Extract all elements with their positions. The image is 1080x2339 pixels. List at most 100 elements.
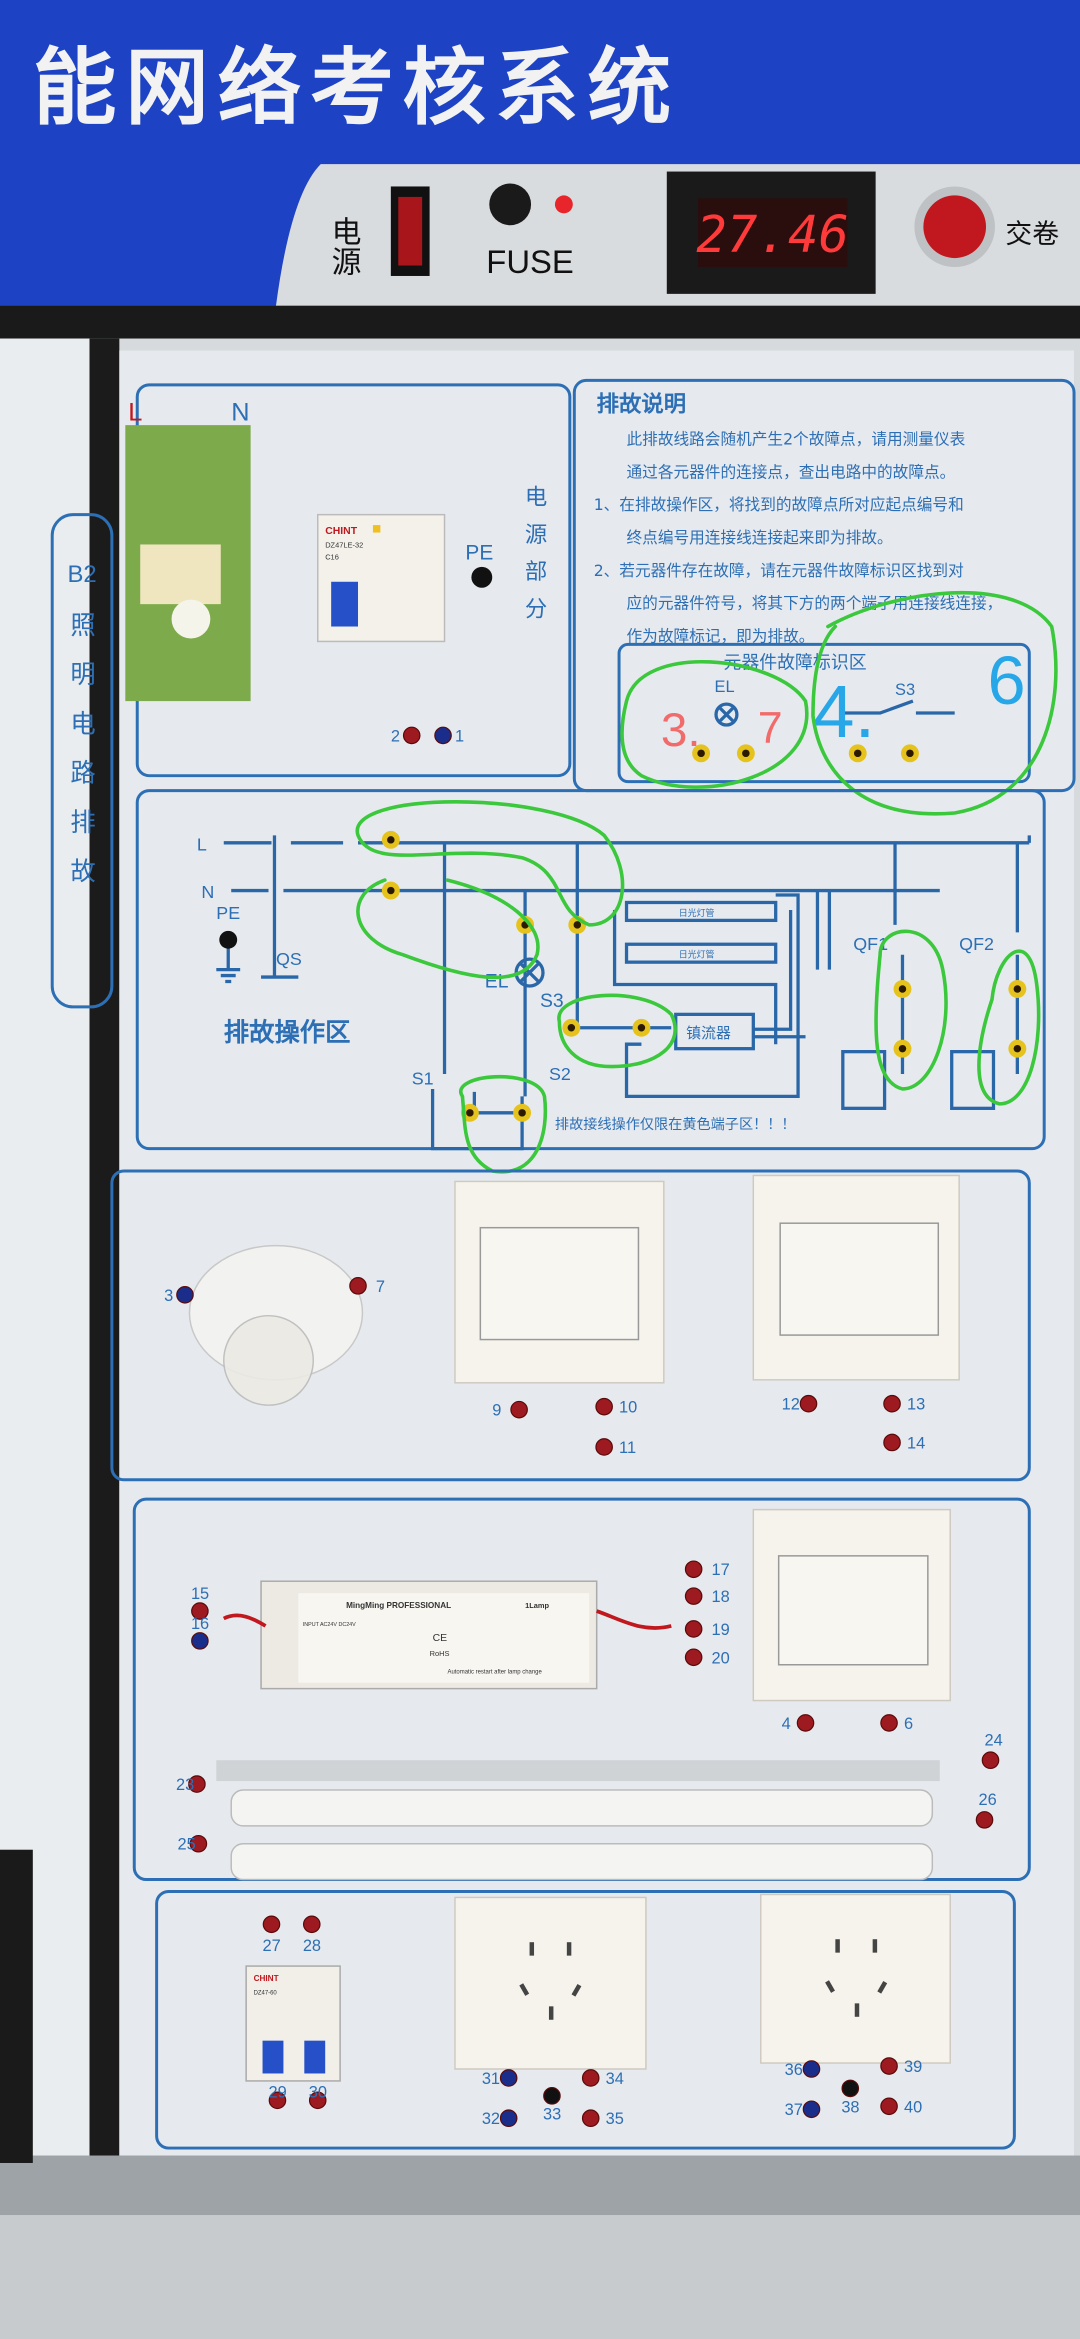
terminal-jack-4[interactable] <box>796 1714 815 1732</box>
yellow-terminal-hole <box>898 985 907 993</box>
terminal-label-29: 29 <box>269 2083 287 2101</box>
rcd-toggle[interactable] <box>331 581 359 627</box>
board-code: B2 <box>67 561 96 588</box>
terminal-jack-19[interactable] <box>684 1620 703 1638</box>
wall-switch-s3-rocker <box>777 1555 929 1666</box>
annotation-6: 6 <box>988 642 1026 719</box>
operation-area <box>135 789 1046 1151</box>
terminal-jack-32[interactable] <box>499 2109 518 2128</box>
terminal-jack-7[interactable] <box>349 1277 367 1295</box>
terminal-label-17: 17 <box>712 1561 730 1579</box>
terminal-label-35: 35 <box>606 2110 624 2128</box>
op-S3-label: S3 <box>540 990 564 1012</box>
terminal-jack-1[interactable] <box>434 726 452 745</box>
op-PE-label: PE <box>216 903 240 923</box>
yellow-terminal-hole <box>387 836 395 844</box>
terminal-jack-13[interactable] <box>883 1394 901 1413</box>
terminal-label-27: 27 <box>263 1937 281 1955</box>
terminal-label-33: 33 <box>543 2106 561 2124</box>
yellow-terminal-hole <box>906 749 914 758</box>
terminal-label-9: 9 <box>492 1402 501 1420</box>
left-dark-object <box>0 1849 33 2163</box>
annotation-4: 4. <box>813 669 875 753</box>
terminal-label-40: 40 <box>904 2098 922 2116</box>
floor <box>0 2215 1080 2339</box>
terminal-jack-27[interactable] <box>262 1915 281 1934</box>
power-switch-rocker <box>398 196 423 266</box>
ballast-note: Automatic restart after lamp change <box>448 1670 543 1676</box>
terminal-jack-28[interactable] <box>302 1915 321 1934</box>
terminal-jack-23[interactable] <box>188 1775 206 1793</box>
op-N-label: N <box>201 882 214 902</box>
terminal-jack-2[interactable] <box>402 726 421 745</box>
terminal-jack-26[interactable] <box>975 1811 994 1829</box>
instruction-line: 1、在排故操作区，将找到的故障点所对应起点编号和 <box>594 495 964 514</box>
terminal-jack-37[interactable] <box>802 2100 821 2119</box>
timer-screen <box>698 198 848 268</box>
terminal-label-10: 10 <box>619 1399 637 1417</box>
pe-terminal[interactable] <box>471 566 493 588</box>
terminal-jack-39[interactable] <box>880 2057 898 2075</box>
instruction-line: 2、若元器件存在故障，请在元器件故障标识区找到对 <box>594 561 964 580</box>
terminal-jack-38[interactable] <box>841 2079 860 2098</box>
ballast-lamp: 1Lamp <box>525 1601 549 1610</box>
terminal-jack-18[interactable] <box>684 1587 703 1605</box>
pe-label: PE <box>465 541 493 564</box>
terminal-jack-30[interactable] <box>308 2091 327 2110</box>
breaker-qf2-toggle[interactable] <box>304 2040 326 2074</box>
system-title: 能网络考核系统 <box>33 38 680 136</box>
power-L-label: L <box>128 399 142 427</box>
terminal-label-30: 30 <box>309 2083 327 2101</box>
tube1-label: 日光灯管 <box>679 907 715 919</box>
terminal-label-3: 3 <box>164 1287 173 1305</box>
annotation-7: 7 <box>758 703 783 753</box>
terminal-jack-36[interactable] <box>802 2060 821 2078</box>
side-label-box <box>50 513 114 1009</box>
terminal-jack-3[interactable] <box>176 1286 194 1304</box>
terminal-jack-40[interactable] <box>880 2097 898 2116</box>
yellow-terminal-hole <box>518 1109 526 1117</box>
terminal-jack-25[interactable] <box>189 1834 208 1853</box>
ballast-rohs: RoHS <box>430 1649 450 1658</box>
terminal-jack-20[interactable] <box>684 1648 703 1667</box>
terminal-jack-24[interactable] <box>981 1751 1000 1770</box>
terminal-jack-35[interactable] <box>581 2109 600 2128</box>
terminal-jack-11[interactable] <box>595 1438 613 1456</box>
switch-symbol-icon <box>842 699 955 715</box>
op-pe-terminal[interactable] <box>219 930 238 949</box>
terminal-jack-31[interactable] <box>499 2069 518 2087</box>
bottom-rail <box>0 2155 1080 2216</box>
fluorescent-tube-1 <box>230 1789 934 1827</box>
socket-section <box>155 1889 1016 2150</box>
terminal-jack-15[interactable] <box>191 1602 209 1620</box>
yellow-terminal-hole <box>573 921 582 929</box>
terminal-label-39: 39 <box>904 2058 922 2076</box>
terminal-label-37: 37 <box>785 2101 803 2119</box>
terminal-jack-16[interactable] <box>191 1632 209 1650</box>
terminal-label-28: 28 <box>303 1937 321 1955</box>
terminal-jack-17[interactable] <box>684 1560 703 1579</box>
knife-switch-label <box>171 599 211 639</box>
terminal-jack-14[interactable] <box>883 1433 901 1452</box>
breaker-qf1-toggle[interactable] <box>262 2040 284 2074</box>
wall-switch-s2-rocker <box>779 1222 940 1336</box>
terminal-label-32: 32 <box>482 2110 500 2128</box>
terminal-jack-29[interactable] <box>268 2091 287 2110</box>
ballast-label <box>298 1593 590 1683</box>
terminal-jack-10[interactable] <box>595 1397 613 1416</box>
terminal-label-7: 7 <box>376 1278 385 1296</box>
rcd-test-button <box>372 525 381 533</box>
terminal-jack-33[interactable] <box>543 2087 561 2105</box>
submit-label: 交卷 <box>1005 219 1059 250</box>
terminal-label-24: 24 <box>985 1731 1003 1749</box>
mini-breakers <box>245 1965 341 2082</box>
terminal-jack-6[interactable] <box>880 1714 898 1732</box>
marker-circle-s3 <box>811 590 1058 816</box>
fluorescent-tube-2 <box>230 1843 934 1881</box>
terminal-label-1: 1 <box>455 727 464 745</box>
ballast-ce: CE <box>433 1633 448 1644</box>
op-S1-label: S1 <box>412 1068 434 1088</box>
terminal-jack-12[interactable] <box>799 1394 818 1413</box>
terminal-jack-9[interactable] <box>510 1400 528 1419</box>
terminal-jack-34[interactable] <box>581 2069 600 2087</box>
